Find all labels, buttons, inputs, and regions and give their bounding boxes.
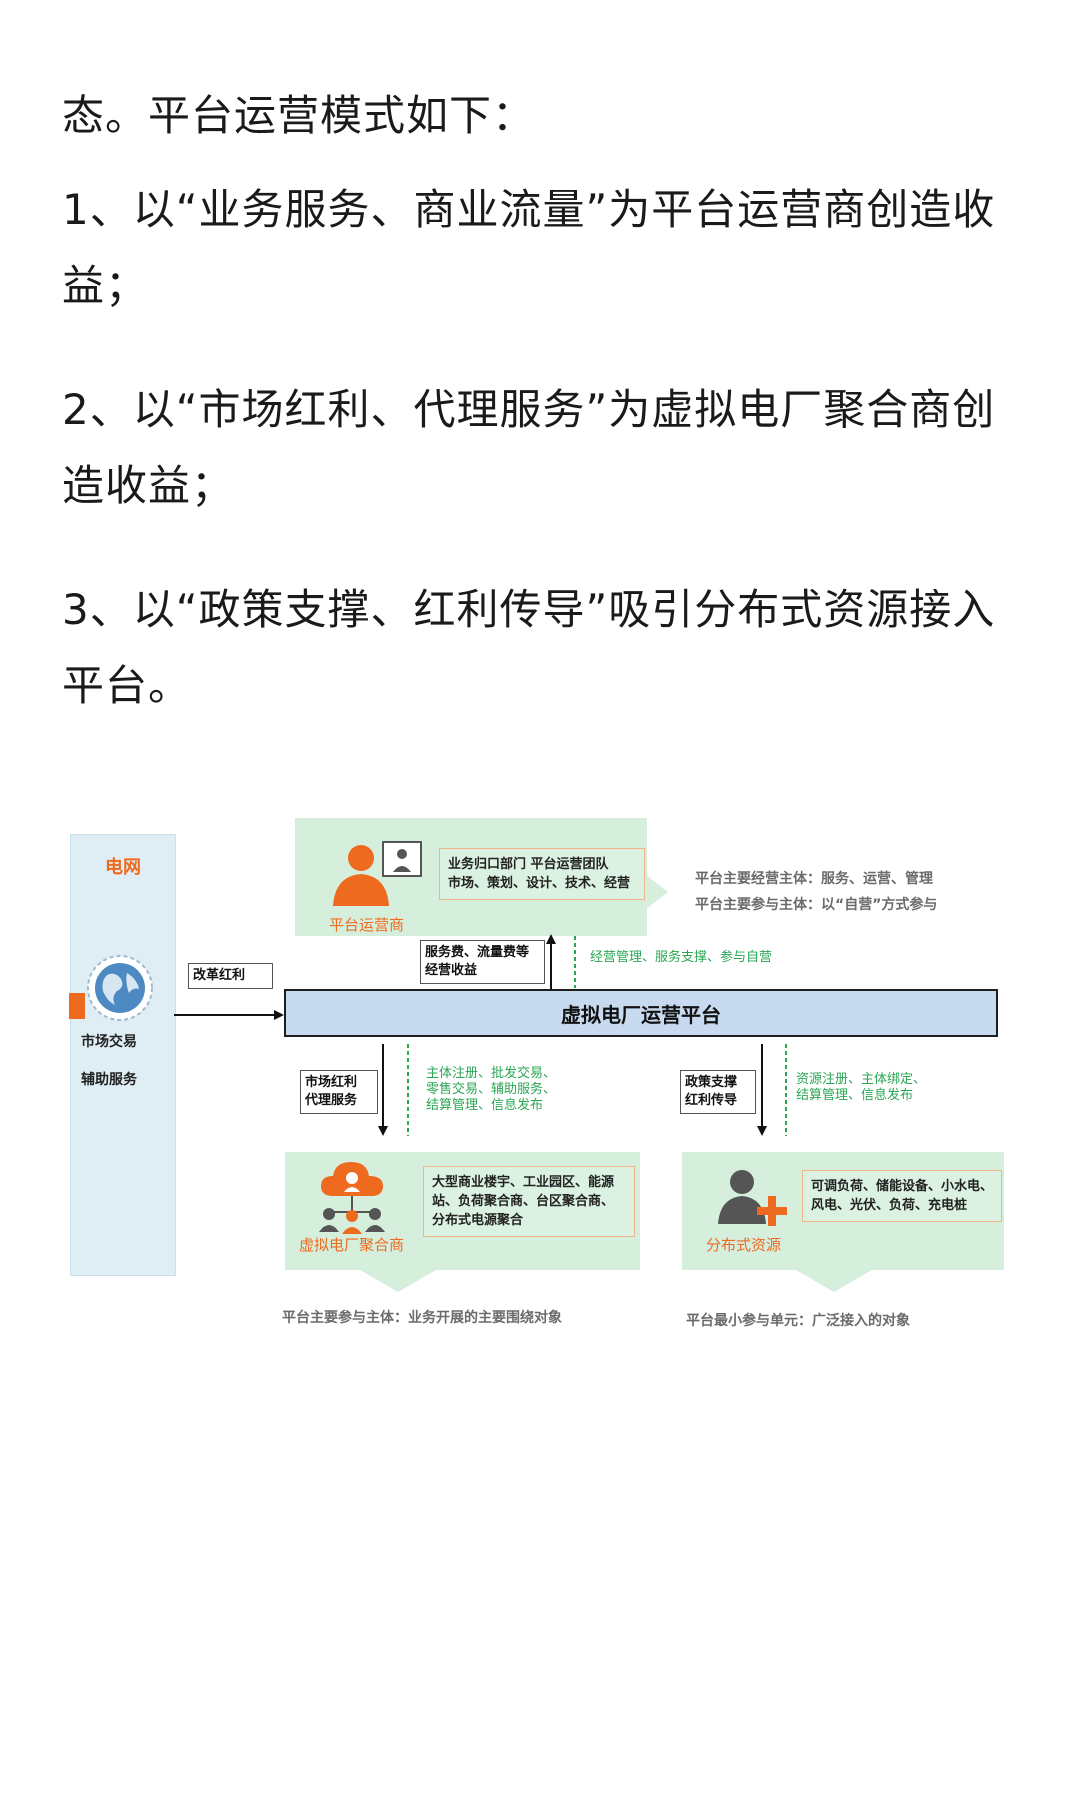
resource-person-plus-icon [718,1170,787,1226]
policy-support-line-2: 红利传导 [685,1093,738,1108]
resource-desc-line-1: 可调负荷、储能设备、小水电、 [811,1179,994,1194]
aggregator-desc-line-2: 站、负荷聚合商、台区聚合商、 [432,1194,615,1209]
service-fee-tag: 服务费、流量费等 经营收益 [420,940,545,984]
resource-label: 分布式资源 [706,1236,782,1254]
service-fee-line-1: 服务费、流量费等 [425,945,530,960]
paragraph-item-3: 3、以“政策支撑、红利传导”吸引分布式资源接入平台。 [62,585,996,710]
operator-note-line-2: 平台主要参与主体：以“自营”方式参与 [695,897,938,913]
grid-panel: 电网 市场交易 辅助服务 [69,834,176,1276]
grid-title: 电网 [105,857,141,878]
resource-note: 平台最小参与单元：广泛接入的对象 [686,1313,910,1329]
aggregator-flow-label: 主体注册、批发交易、 零售交易、辅助服务、 结算管理、信息发布 [426,1066,556,1114]
aggregator-cloud-icon [319,1162,385,1234]
market-bonus-tag: 市场红利 代理服务 [300,1070,378,1114]
resource-flow-arrows [757,1044,787,1136]
paragraph-item-1: 1、以“业务服务、商业流量”为平台运营商创造收益； [62,185,996,310]
market-bonus-line-2: 代理服务 [305,1093,358,1108]
globe-icon [87,955,153,1021]
orange-block-icon [69,993,85,1019]
service-fee-line-2: 经营收益 [425,963,478,978]
aggregator-label: 虚拟电厂聚合商 [299,1236,405,1254]
aggregator-flow-arrows [378,1044,409,1136]
operator-panel: 平台运营商 业务归口部门 平台运营团队 市场、策划、设计、技术、经营 [295,818,647,936]
resource-desc-line-2: 风电、光伏、负荷、充电桩 [811,1198,968,1213]
platform-title: 虚拟电厂运营平台 [561,1002,721,1027]
market-bonus-line-1: 市场红利 [305,1075,358,1090]
operator-person-icon [333,841,422,906]
operator-label: 平台运营商 [329,916,405,934]
aggregator-panel: 虚拟电厂聚合商 大型商业楼宇、工业园区、能源 站、负荷聚合商、台区聚合商、 分布… [285,1152,640,1270]
operator-flow-arrows [546,934,576,990]
resource-callout-pointer [796,1270,872,1292]
platform-bar: 虚拟电厂运营平台 [284,989,998,1037]
aggregator-description: 大型商业楼宇、工业园区、能源 站、负荷聚合商、台区聚合商、 分布式电源聚合 [423,1166,635,1237]
resource-flow-label: 资源注册、主体绑定、 结算管理、信息发布 [796,1072,926,1104]
reform-bonus-tag: 改革红利 [188,963,273,989]
aggregator-flow-line-2: 零售交易、辅助服务、 [426,1082,557,1097]
grid-market-trade: 市场交易 [81,1034,137,1050]
aggregator-flow-line-3: 结算管理、信息发布 [426,1098,544,1113]
operator-desc-line-2: 市场、策划、设计、技术、经营 [448,876,631,891]
resource-panel: 分布式资源 可调负荷、储能设备、小水电、 风电、光伏、负荷、充电桩 [682,1152,1004,1270]
aggregator-callout-pointer [360,1270,436,1292]
aggregator-desc-line-1: 大型商业楼宇、工业园区、能源 [432,1175,615,1190]
paragraph-intro: 态。平台运营模式如下： [62,91,536,140]
paragraph-item-2: 2、以“市场红利、代理服务”为虚拟电厂聚合商创造收益； [62,385,996,510]
operator-description: 业务归口部门 平台运营团队 市场、策划、设计、技术、经营 [439,848,645,900]
resource-flow-line-2: 结算管理、信息发布 [796,1088,914,1103]
resource-flow-line-1: 资源注册、主体绑定、 [796,1072,927,1087]
grid-to-platform-arrow [174,1010,284,1020]
policy-support-line-1: 政策支撑 [685,1075,738,1090]
operator-flow-label: 经营管理、服务支撑、参与自营 [590,950,773,965]
operator-note: 平台主要经营主体：服务、运营、管理 平台主要参与主体：以“自营”方式参与 [695,866,1075,918]
resource-description: 可调负荷、储能设备、小水电、 风电、光伏、负荷、充电桩 [802,1170,1002,1222]
operator-callout-pointer [646,875,668,909]
aggregator-note: 平台主要参与主体：业务开展的主要围绕对象 [282,1310,562,1326]
grid-ancillary-service: 辅助服务 [81,1072,137,1088]
aggregator-flow-line-1: 主体注册、批发交易、 [426,1066,557,1081]
operator-note-line-1: 平台主要经营主体：服务、运营、管理 [695,871,933,887]
operator-desc-line-1: 业务归口部门 平台运营团队 [448,857,609,872]
aggregator-desc-line-3: 分布式电源聚合 [432,1213,524,1228]
policy-support-tag: 政策支撑 红利传导 [680,1070,756,1114]
